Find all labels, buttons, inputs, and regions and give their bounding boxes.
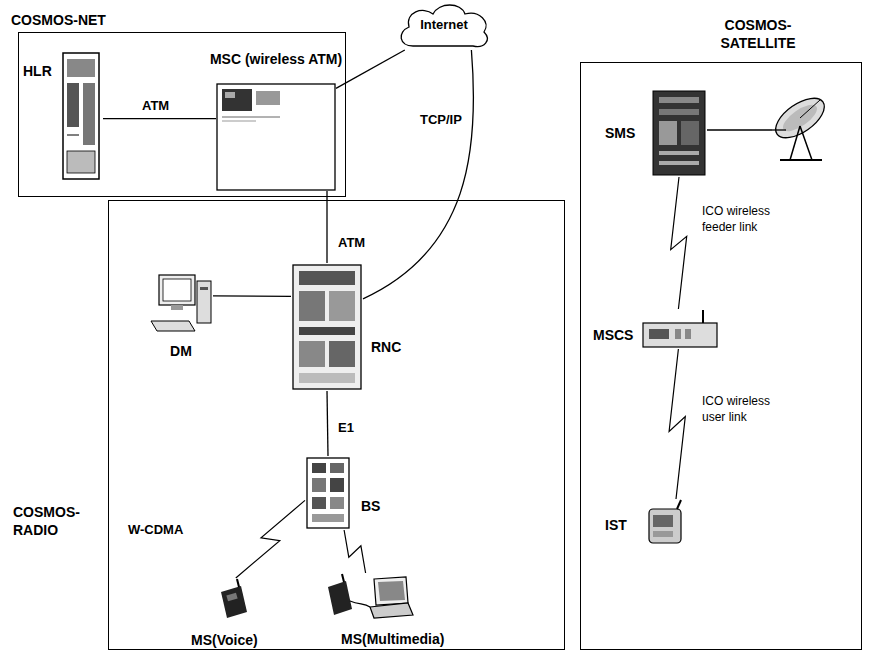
group-box: COSMOS-NETHLRMSC (wireless ATM) [18,32,346,197]
group-heading: COSMOS-NET [11,12,141,30]
connector-line [213,295,291,297]
computer-node-picture [149,273,213,333]
device-label: MSC (wireless ATM) [176,51,376,69]
cloud-node: Internet [395,2,493,50]
device-label: MS(Multimedia) [341,631,444,649]
wireless-link [669,349,685,499]
multimedia-node-picture [326,573,414,619]
link-label: ATM [140,98,171,114]
dish-cable [707,129,772,130]
phone-node: MS(Voice) [213,578,251,618]
server-node-picture [59,51,103,181]
wireless-link [671,177,687,309]
group-heading: COSMOS-SATELLITE [703,17,813,52]
switch-node-picture [216,83,336,191]
satellite-node: MSCS [641,309,719,349]
base-station-node: BS [305,456,351,530]
controller-node: RNC [291,263,363,391]
link-label: E1 [336,420,356,436]
link-label: ATM [336,235,367,251]
connector-line [336,50,405,88]
device-label: HLR [23,63,52,81]
wireless-link [236,500,305,578]
satellite-node-picture [641,309,719,349]
group-box: COSMOS-SATELLITESMSMSCSIST [580,62,862,650]
phone-node-picture [213,578,251,618]
computer-node: DM [149,273,213,333]
satellite-dish [769,90,831,160]
connector-line [103,118,216,119]
device-label: BS [361,498,380,516]
link-label: W-CDMA [126,522,185,538]
device-label: DM [149,343,213,361]
connector-line [327,391,328,456]
server-node: HLR [59,51,103,181]
device-label: MS(Voice) [191,632,258,650]
link-label: ICO wireless user link [700,393,774,425]
cloud-label: Internet [395,17,493,33]
station-node-picture [651,89,707,177]
base-station-node-picture [305,456,351,530]
connector-line [363,50,474,299]
multimedia-node: MS(Multimedia) [326,573,414,619]
link-label: TCP/IP [418,112,464,128]
terminal-node: IST [643,499,687,545]
switch-node: MSC (wireless ATM) [216,83,336,191]
device-label: SMS [605,125,635,143]
terminal-node-picture [643,499,687,545]
station-node: SMS [651,89,707,177]
device-label: IST [605,517,627,535]
device-label: MSCS [593,327,633,345]
wireless-link [344,530,366,573]
controller-node-picture [291,263,363,391]
device-label: RNC [371,339,401,357]
link-label: ICO wireless feeder link [700,203,774,235]
group-heading: COSMOS-RADIO [13,504,101,539]
connector-line [326,191,327,263]
